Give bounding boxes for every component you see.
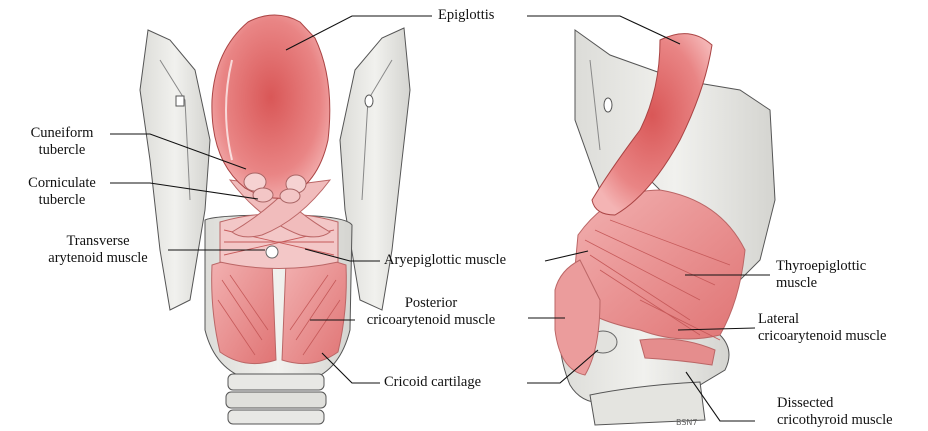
label-epiglottis: Epiglottis	[438, 7, 494, 24]
label-thyroepiglottic-muscle: Thyroepiglottic muscle	[776, 258, 866, 292]
label-dissected-cricothyroid: Dissected cricothyroid muscle	[777, 395, 893, 429]
artist-signature: BSN7	[676, 414, 698, 431]
posterior-view-larynx	[140, 15, 410, 424]
label-aryepiglottic-muscle: Aryepiglottic muscle	[384, 252, 506, 269]
label-posterior-cricoarytenoid: Posterior cricoarytenoid muscle	[335, 295, 527, 329]
label-lateral-cricoarytenoid: Lateral cricoarytenoid muscle	[758, 311, 886, 345]
label-transverse-arytenoid: Transverse arytenoid muscle	[28, 233, 168, 267]
label-corniculate-tubercle: Corniculate tubercle	[13, 175, 111, 209]
leader-epiglottis-right	[527, 16, 680, 44]
label-cuneiform-tubercle: Cuneiform tubercle	[13, 125, 111, 159]
lateral-view-larynx	[555, 30, 775, 425]
label-cricoid-cartilage: Cricoid cartilage	[384, 374, 481, 391]
